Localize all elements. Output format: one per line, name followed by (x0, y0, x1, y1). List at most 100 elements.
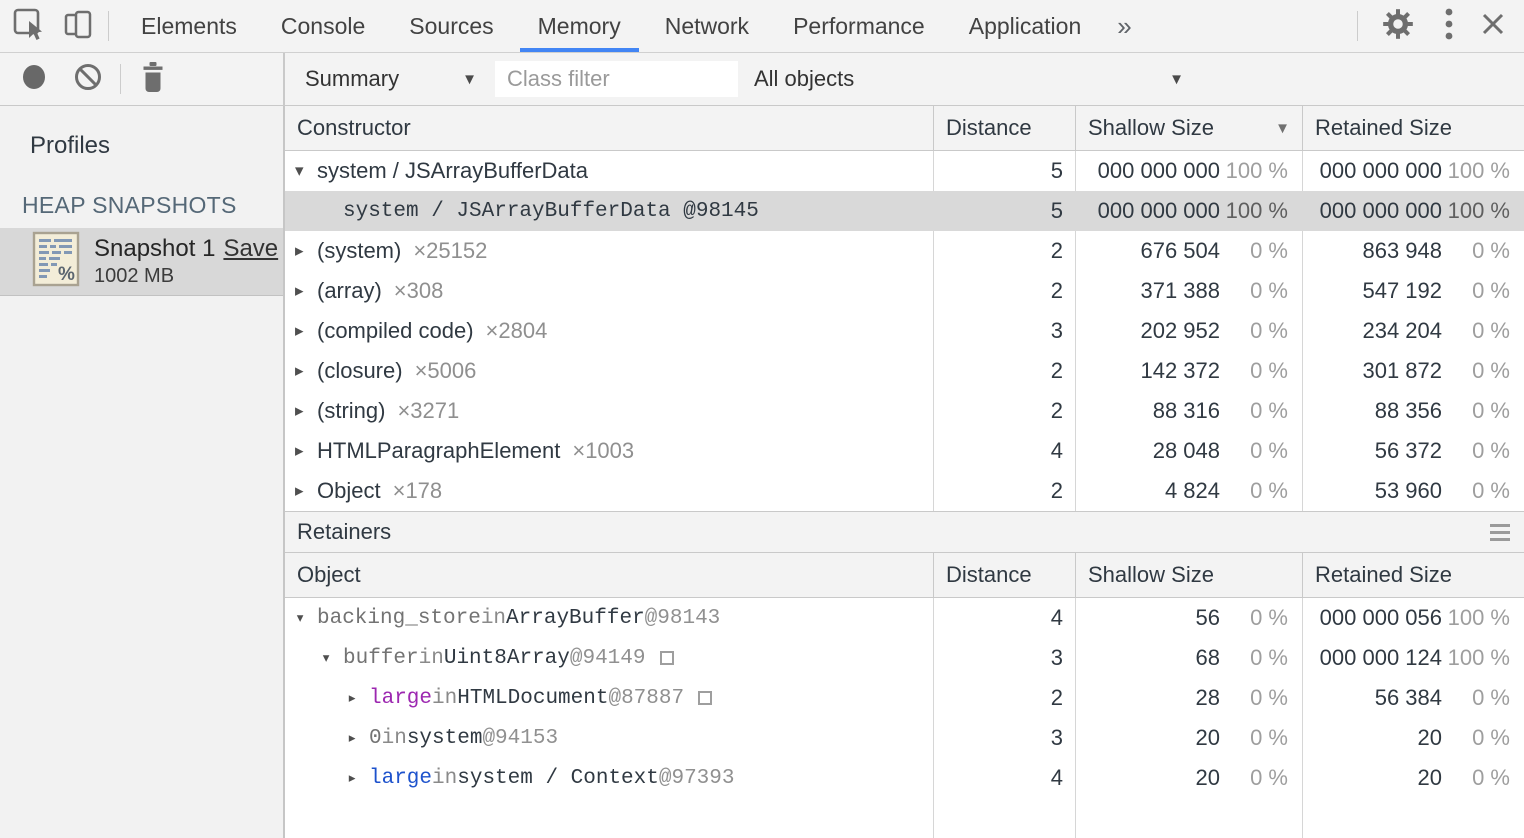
distance-cell: 5 (1050, 198, 1063, 223)
block-icon (72, 61, 104, 98)
class-filter-input[interactable] (495, 61, 738, 97)
distance-cell: 2 (1050, 478, 1063, 503)
collapse-triangle-icon[interactable]: ▾ (295, 161, 304, 180)
retained-size-percent: 0 % (1472, 438, 1510, 463)
expand-triangle-icon[interactable]: ▸ (295, 441, 304, 460)
retainers-section-header[interactable]: Retainers (285, 511, 1524, 553)
retained-size-percent: 100 % (1447, 645, 1510, 670)
tab-console[interactable]: Console (280, 13, 366, 39)
retained-size-value: 53 960 (1374, 478, 1442, 503)
clear-profiles-button[interactable] (72, 53, 104, 105)
retainer-in-keyword: in (432, 686, 458, 710)
retainer-in-keyword: in (432, 766, 458, 790)
tab-memory[interactable]: Memory (516, 0, 643, 52)
retained-size-percent: 100 % (1447, 605, 1510, 630)
collapse-triangle-icon[interactable]: ▾ (321, 649, 332, 669)
column-header-object[interactable]: Object (297, 562, 361, 587)
column-header-retained-size[interactable]: Retained Size (1302, 106, 1524, 150)
instance-count: ×25152 (413, 238, 488, 263)
collapse-triangle-icon[interactable]: ▾ (295, 609, 306, 629)
tab-elements[interactable]: Elements (141, 13, 237, 39)
inspect-element-button[interactable] (10, 0, 48, 52)
column-header-constructor[interactable]: Constructor (297, 115, 411, 140)
retainer-in-keyword: in (381, 726, 407, 750)
expand-triangle-icon[interactable]: ▸ (295, 401, 304, 420)
expand-triangle-icon[interactable]: ▸ (295, 321, 304, 340)
tab-sources[interactable]: Sources (409, 13, 494, 39)
tab-network[interactable]: Network (664, 13, 750, 39)
settings-button[interactable] (1368, 0, 1428, 52)
expand-triangle-icon[interactable]: ▸ (347, 729, 358, 749)
reveal-object-icon[interactable] (659, 651, 674, 665)
expand-triangle-icon[interactable]: ▸ (295, 281, 304, 300)
device-toolbar-icon (60, 5, 98, 48)
retainer-object-name: system / Context (457, 766, 659, 790)
retained-size-value: 234 204 (1362, 318, 1442, 343)
retained-size-percent: 0 % (1472, 685, 1510, 710)
tab-application[interactable]: Application (968, 13, 1082, 39)
base-snapshot-select[interactable]: All objects ▼ (754, 66, 1184, 92)
retained-size-value: 301 872 (1362, 358, 1442, 383)
expand-triangle-icon[interactable]: ▸ (295, 361, 304, 380)
retainer-in-keyword: in (480, 606, 507, 630)
column-header-shallow-label: Shallow Size (1088, 562, 1214, 587)
column-header-distance[interactable]: Distance (933, 553, 1075, 597)
expand-triangle-icon[interactable]: ▸ (347, 689, 358, 709)
perspective-select[interactable]: Summary ▼ (305, 66, 485, 92)
tab-performance[interactable]: Performance (793, 13, 925, 39)
retainer-object-name: system (406, 726, 483, 750)
retainer-object-name: Uint8Array (443, 646, 570, 670)
column-header-distance[interactable]: Distance (933, 106, 1075, 150)
retained-size-value: 56 384 (1374, 685, 1442, 710)
column-divider (1075, 598, 1076, 838)
expand-triangle-icon[interactable]: ▸ (347, 769, 358, 789)
device-toolbar-button[interactable] (60, 0, 98, 52)
shallow-size-value: 000 000 000 (1097, 158, 1220, 183)
expand-triangle-icon[interactable]: ▸ (295, 241, 304, 260)
close-devtools-button[interactable] (1470, 0, 1524, 52)
panel-tabs: Elements Console Sources Memory Network … (119, 0, 1103, 52)
expand-triangle-icon[interactable]: ▸ (295, 481, 304, 500)
chevron-down-icon: ▼ (462, 70, 477, 88)
retainers-menu-icon[interactable] (1490, 523, 1510, 541)
trash-icon (137, 59, 169, 100)
retainer-in-keyword: in (418, 646, 444, 670)
instance-count: ×308 (393, 278, 444, 303)
column-header-shallow-size[interactable]: Shallow Size (1075, 553, 1302, 597)
memory-toolbar: Summary ▼ All objects ▼ (0, 53, 1524, 106)
devtools-menu-button[interactable] (1428, 0, 1470, 52)
column-header-retained-size[interactable]: Retained Size (1302, 553, 1524, 597)
retained-size-percent: 0 % (1472, 238, 1510, 263)
column-header-shallow-label: Shallow Size (1088, 115, 1214, 140)
record-heap-button[interactable] (20, 53, 48, 105)
instance-count: ×1003 (572, 438, 635, 463)
column-divider (933, 151, 934, 511)
delete-snapshot-button[interactable] (137, 53, 169, 105)
shallow-size-value: 4 824 (1164, 478, 1220, 503)
more-tabs-button[interactable]: » (1117, 11, 1132, 41)
chevron-down-icon: ▼ (1169, 70, 1184, 88)
column-header-shallow-size[interactable]: Shallow Size ▼ (1075, 106, 1302, 150)
shallow-size-percent: 0 % (1250, 645, 1288, 670)
save-snapshot-link[interactable]: Save (223, 235, 279, 262)
reveal-object-icon[interactable] (698, 691, 713, 705)
